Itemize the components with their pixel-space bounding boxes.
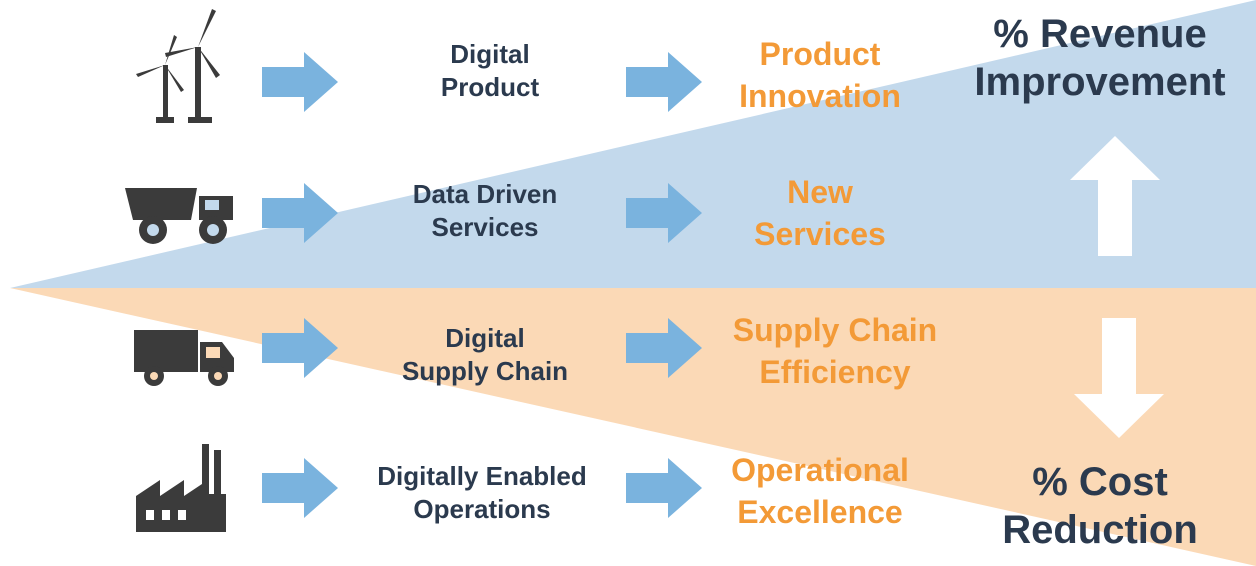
input-label: Digital Product (440, 39, 540, 102)
wind-turbine-icon (130, 5, 240, 125)
cost-reduction-label: % Cost Reduction (1002, 460, 1198, 552)
arrow-right-icon (262, 183, 338, 243)
arrow-right-icon (626, 458, 702, 518)
delivery-truck-icon (130, 320, 240, 390)
revenue-improvement-label: % Revenue Improvement (974, 12, 1226, 104)
arrow-right-icon (626, 52, 702, 112)
arrow-right-icon (262, 318, 338, 378)
factory-icon (130, 440, 240, 535)
input-label: Digitally Enabled Operations (377, 461, 587, 524)
arrow-down-icon (1074, 318, 1164, 438)
input-label: Digital Supply Chain (401, 323, 569, 386)
arrow-up-icon (1070, 136, 1160, 256)
output-label: Product Innovation (739, 36, 901, 114)
mining-truck-icon (125, 168, 235, 258)
arrow-right-icon (262, 458, 338, 518)
arrow-right-icon (626, 318, 702, 378)
output-label: Supply Chain Efficiency (732, 312, 938, 390)
output-label: New Services (754, 174, 886, 252)
arrow-right-icon (262, 52, 338, 112)
output-label: Operational Excellence (731, 452, 909, 530)
input-label: Data Driven Services (412, 179, 558, 242)
arrow-right-icon (626, 183, 702, 243)
